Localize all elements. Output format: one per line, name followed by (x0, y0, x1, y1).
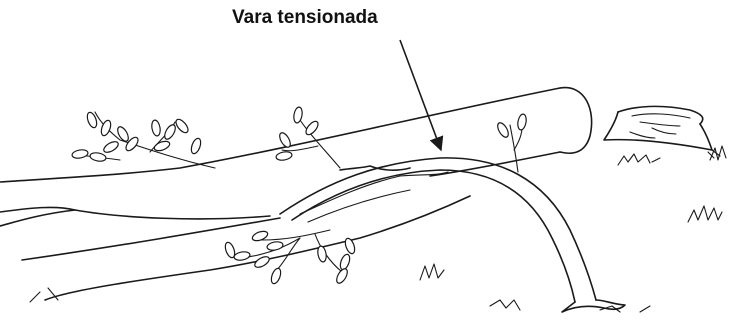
leafy-twig-left (71, 111, 215, 168)
spring-pole (280, 158, 625, 312)
label-pointer-arrow (400, 40, 441, 150)
leafy-twig-lower (224, 230, 357, 285)
tree-stump (604, 106, 720, 158)
grass-tufts (420, 146, 726, 312)
